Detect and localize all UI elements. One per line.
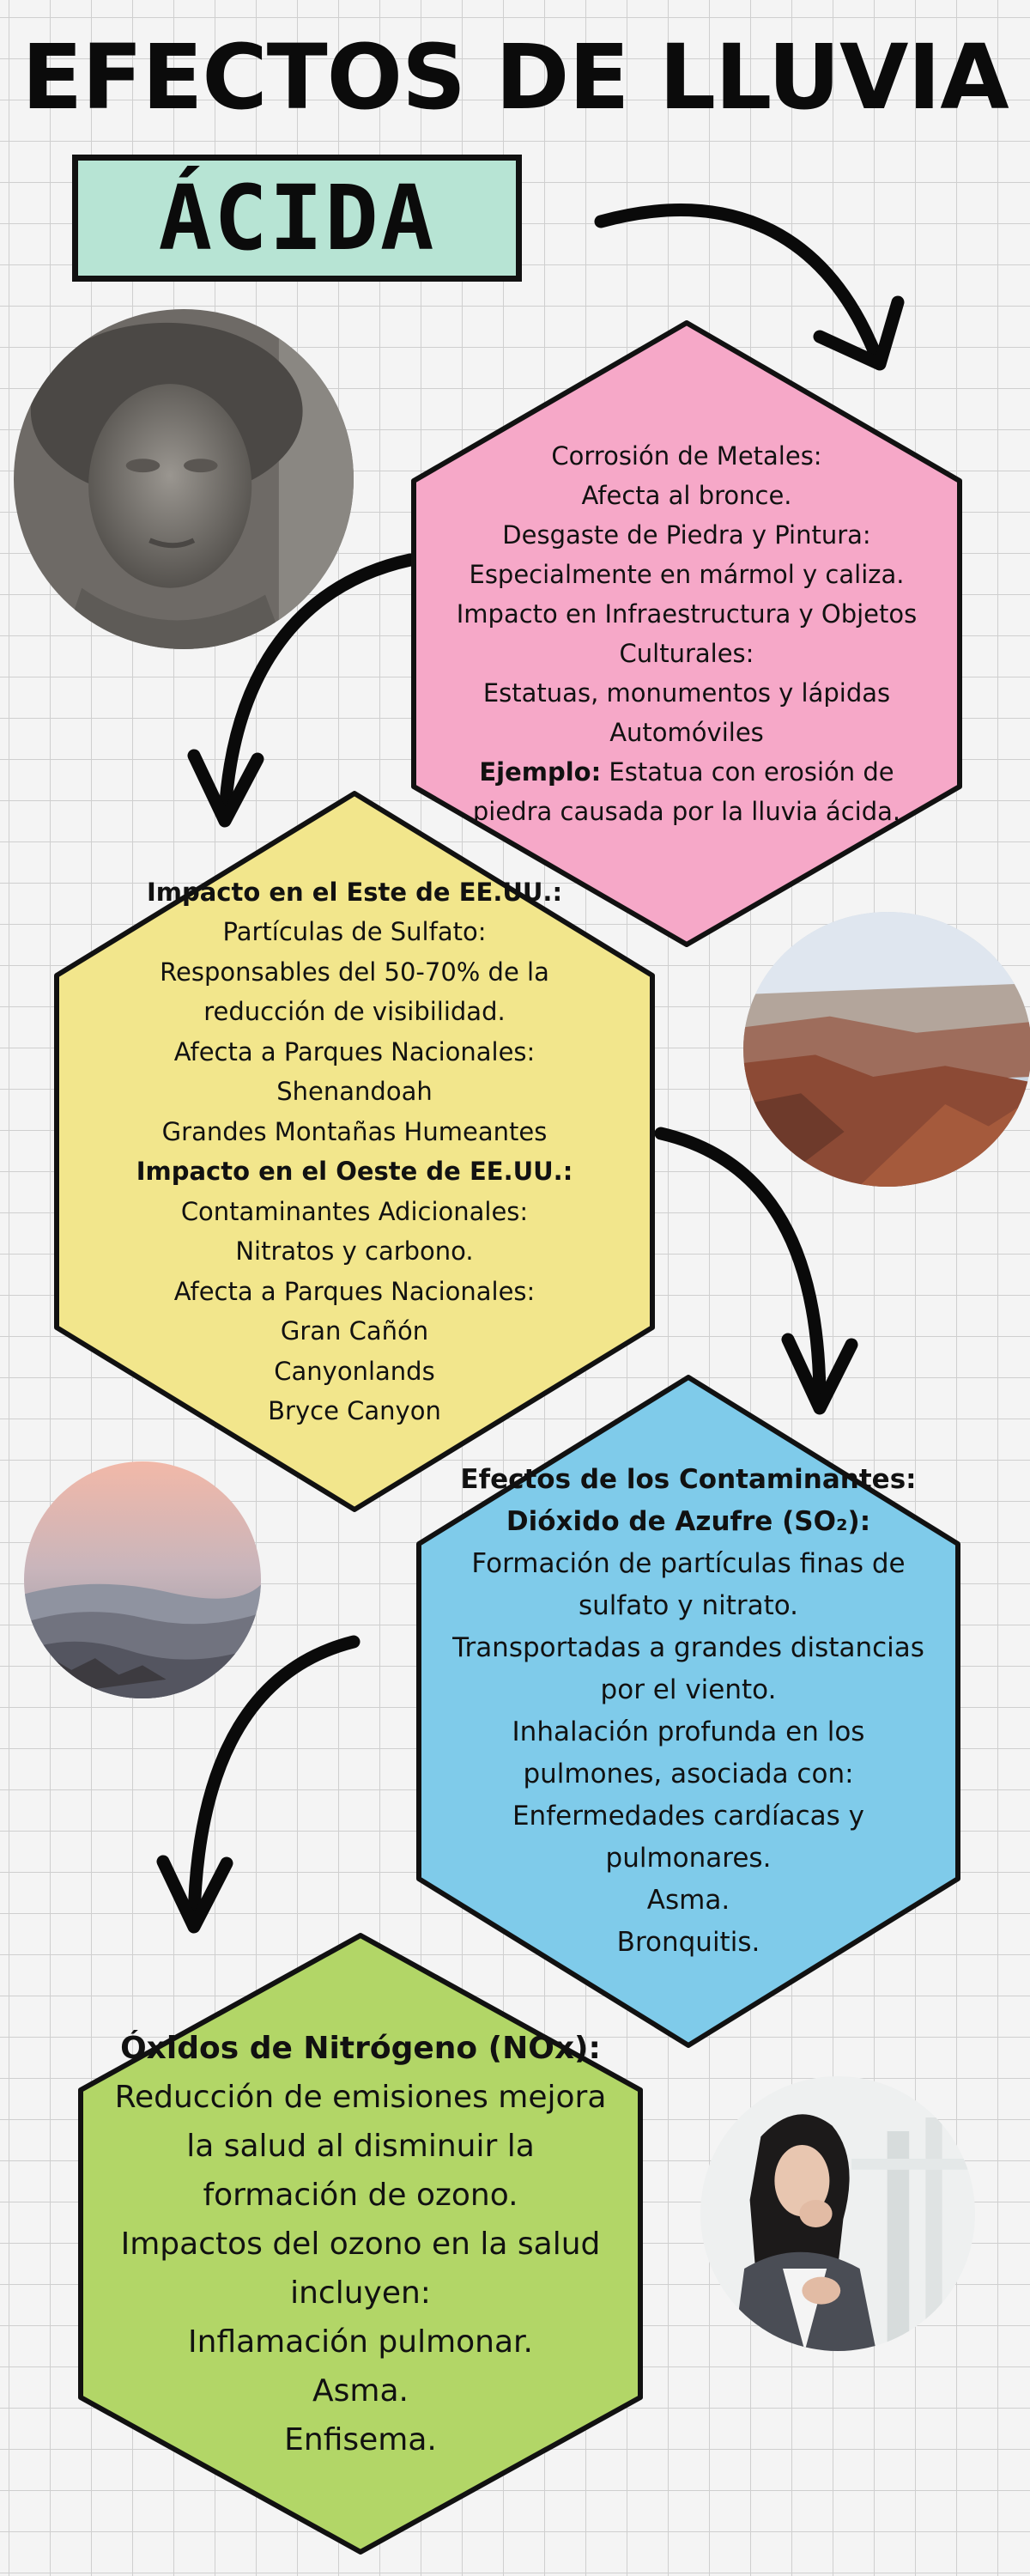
hexagon-shape-yellow	[54, 791, 655, 1512]
nitrogen-line: Asma.	[312, 2372, 409, 2409]
west-line: Contaminantes Adicionales:	[180, 1196, 529, 1226]
west-line: Afecta a Parques Nacionales:	[173, 1276, 536, 1306]
corrosion-line: Corrosión de Metales:	[551, 441, 822, 471]
west-line: Gran Cañón	[280, 1316, 429, 1346]
subtitle-text: ÁCIDA	[158, 166, 436, 270]
hexagon-shape-blue	[416, 1375, 960, 2048]
pollutants-heading: Efectos de los Contaminantes:	[460, 1464, 917, 1495]
arrow-curve-top	[594, 204, 884, 366]
nitrogen-line: la salud al disminuir la	[186, 2128, 535, 2164]
pollutants-text: Efectos de los Contaminantes: Dióxido de…	[444, 1459, 933, 1964]
east-line: Shenandoah	[276, 1077, 433, 1106]
corrosion-line: Culturales:	[619, 639, 754, 668]
arrow-head-left-2	[156, 1855, 233, 1934]
corrosion-line: Estatuas, monumentos y lápidas	[482, 678, 891, 708]
west-heading: Impacto en el Oeste de EE.UU.:	[136, 1157, 573, 1186]
corrosion-line: piedra causada por la lluvia ácida.	[472, 797, 901, 826]
arrow-head-top	[813, 295, 905, 371]
pollutants-line: Formación de partículas finas de	[471, 1548, 906, 1579]
arrow-curve-right	[654, 1127, 827, 1408]
statue-photo	[14, 309, 354, 649]
hexagon-shape-green	[78, 1933, 643, 2555]
east-line: Responsables del 50-70% de la	[160, 957, 549, 987]
east-line: Afecta a Parques Nacionales:	[173, 1036, 536, 1066]
visibility-hexagon: Impacto en el Este de EE.UU.: Partículas…	[52, 788, 657, 1515]
west-line: Canyonlands	[274, 1356, 435, 1386]
corrosion-example: Ejemplo: Estatua con erosión de	[446, 752, 927, 792]
arrow-head-right	[781, 1333, 858, 1415]
subtitle-box: ÁCIDA	[72, 155, 522, 282]
pollutants-line: sulfato y nitrato.	[578, 1590, 799, 1621]
nitrogen-line: Reducción de emisiones mejora	[114, 2079, 607, 2115]
pollutants-line: Enfermedades cardíacas y	[512, 1801, 865, 1832]
example-text: Estatua con erosión de	[601, 757, 894, 787]
west-line: Nitratos y carbono.	[235, 1236, 474, 1266]
corrosion-line: Impacto en Infraestructura y Objetos	[456, 599, 918, 629]
corrosion-line: Afecta al bronce.	[581, 481, 792, 510]
nitrogen-text: Óxidos de Nitrógeno (NOx): Reducción de …	[94, 2024, 627, 2464]
nitrogen-line: formación de ozono.	[203, 2177, 518, 2213]
pollutants-line: Inhalación profunda en los	[512, 1716, 865, 1747]
hexagon-shape-pink	[411, 320, 962, 947]
pollutants-hexagon: Efectos de los Contaminantes: Dióxido de…	[414, 1372, 963, 2050]
nitrogen-line: incluyen:	[290, 2275, 431, 2311]
woman-coughing-photo	[700, 2076, 975, 2351]
nitrogen-line: Inflamación pulmonar.	[188, 2324, 533, 2360]
nitrogen-hexagon: Óxidos de Nitrógeno (NOx): Reducción de …	[76, 1930, 645, 2557]
east-line: Partículas de Sulfato:	[222, 917, 487, 946]
corrosion-line: Especialmente en mármol y caliza.	[469, 560, 905, 589]
arrow-head-left-1	[187, 749, 264, 828]
pollutants-line: pulmones, asociada con:	[523, 1759, 854, 1789]
corrosion-hexagon: Corrosión de Metales: Afecta al bronce. …	[409, 318, 965, 950]
pollutants-line: por el viento.	[600, 1674, 777, 1705]
east-line: Grandes Montañas Humeantes	[161, 1116, 548, 1146]
nitrogen-line: Impactos del ozono en la salud	[120, 2226, 601, 2262]
visibility-text: Impacto en el Este de EE.UU.: Partículas…	[114, 872, 595, 1431]
west-line: Bryce Canyon	[268, 1396, 441, 1425]
pollutants-line: Transportadas a grandes distancias	[452, 1632, 924, 1663]
pollutants-subheading: Dióxido de Azufre (SO₂):	[506, 1506, 871, 1537]
corrosion-line: Desgaste de Piedra y Pintura:	[502, 520, 871, 550]
page-title: EFECTOS DE LLUVIA	[21, 25, 1009, 130]
east-heading: Impacto en el Este de EE.UU.:	[146, 877, 563, 907]
nitrogen-heading: Óxidos de Nitrógeno (NOx):	[120, 2030, 601, 2066]
east-line: reducción de visibilidad.	[203, 997, 506, 1026]
canyon-photo	[743, 912, 1030, 1187]
nitrogen-line: Enfisema.	[284, 2421, 437, 2458]
arrow-curve-left-1	[218, 553, 417, 821]
pollutants-line: Asma.	[646, 1885, 730, 1916]
pollutants-line: pulmonares.	[605, 1843, 772, 1874]
arrow-curve-left-2	[187, 1635, 360, 1927]
mountains-photo	[24, 1461, 261, 1698]
example-label: Ejemplo:	[479, 757, 602, 787]
corrosion-line: Automóviles	[609, 718, 764, 747]
pollutants-line: Bronquitis.	[616, 1927, 760, 1958]
corrosion-text: Corrosión de Metales: Afecta al bronce. …	[446, 436, 927, 831]
